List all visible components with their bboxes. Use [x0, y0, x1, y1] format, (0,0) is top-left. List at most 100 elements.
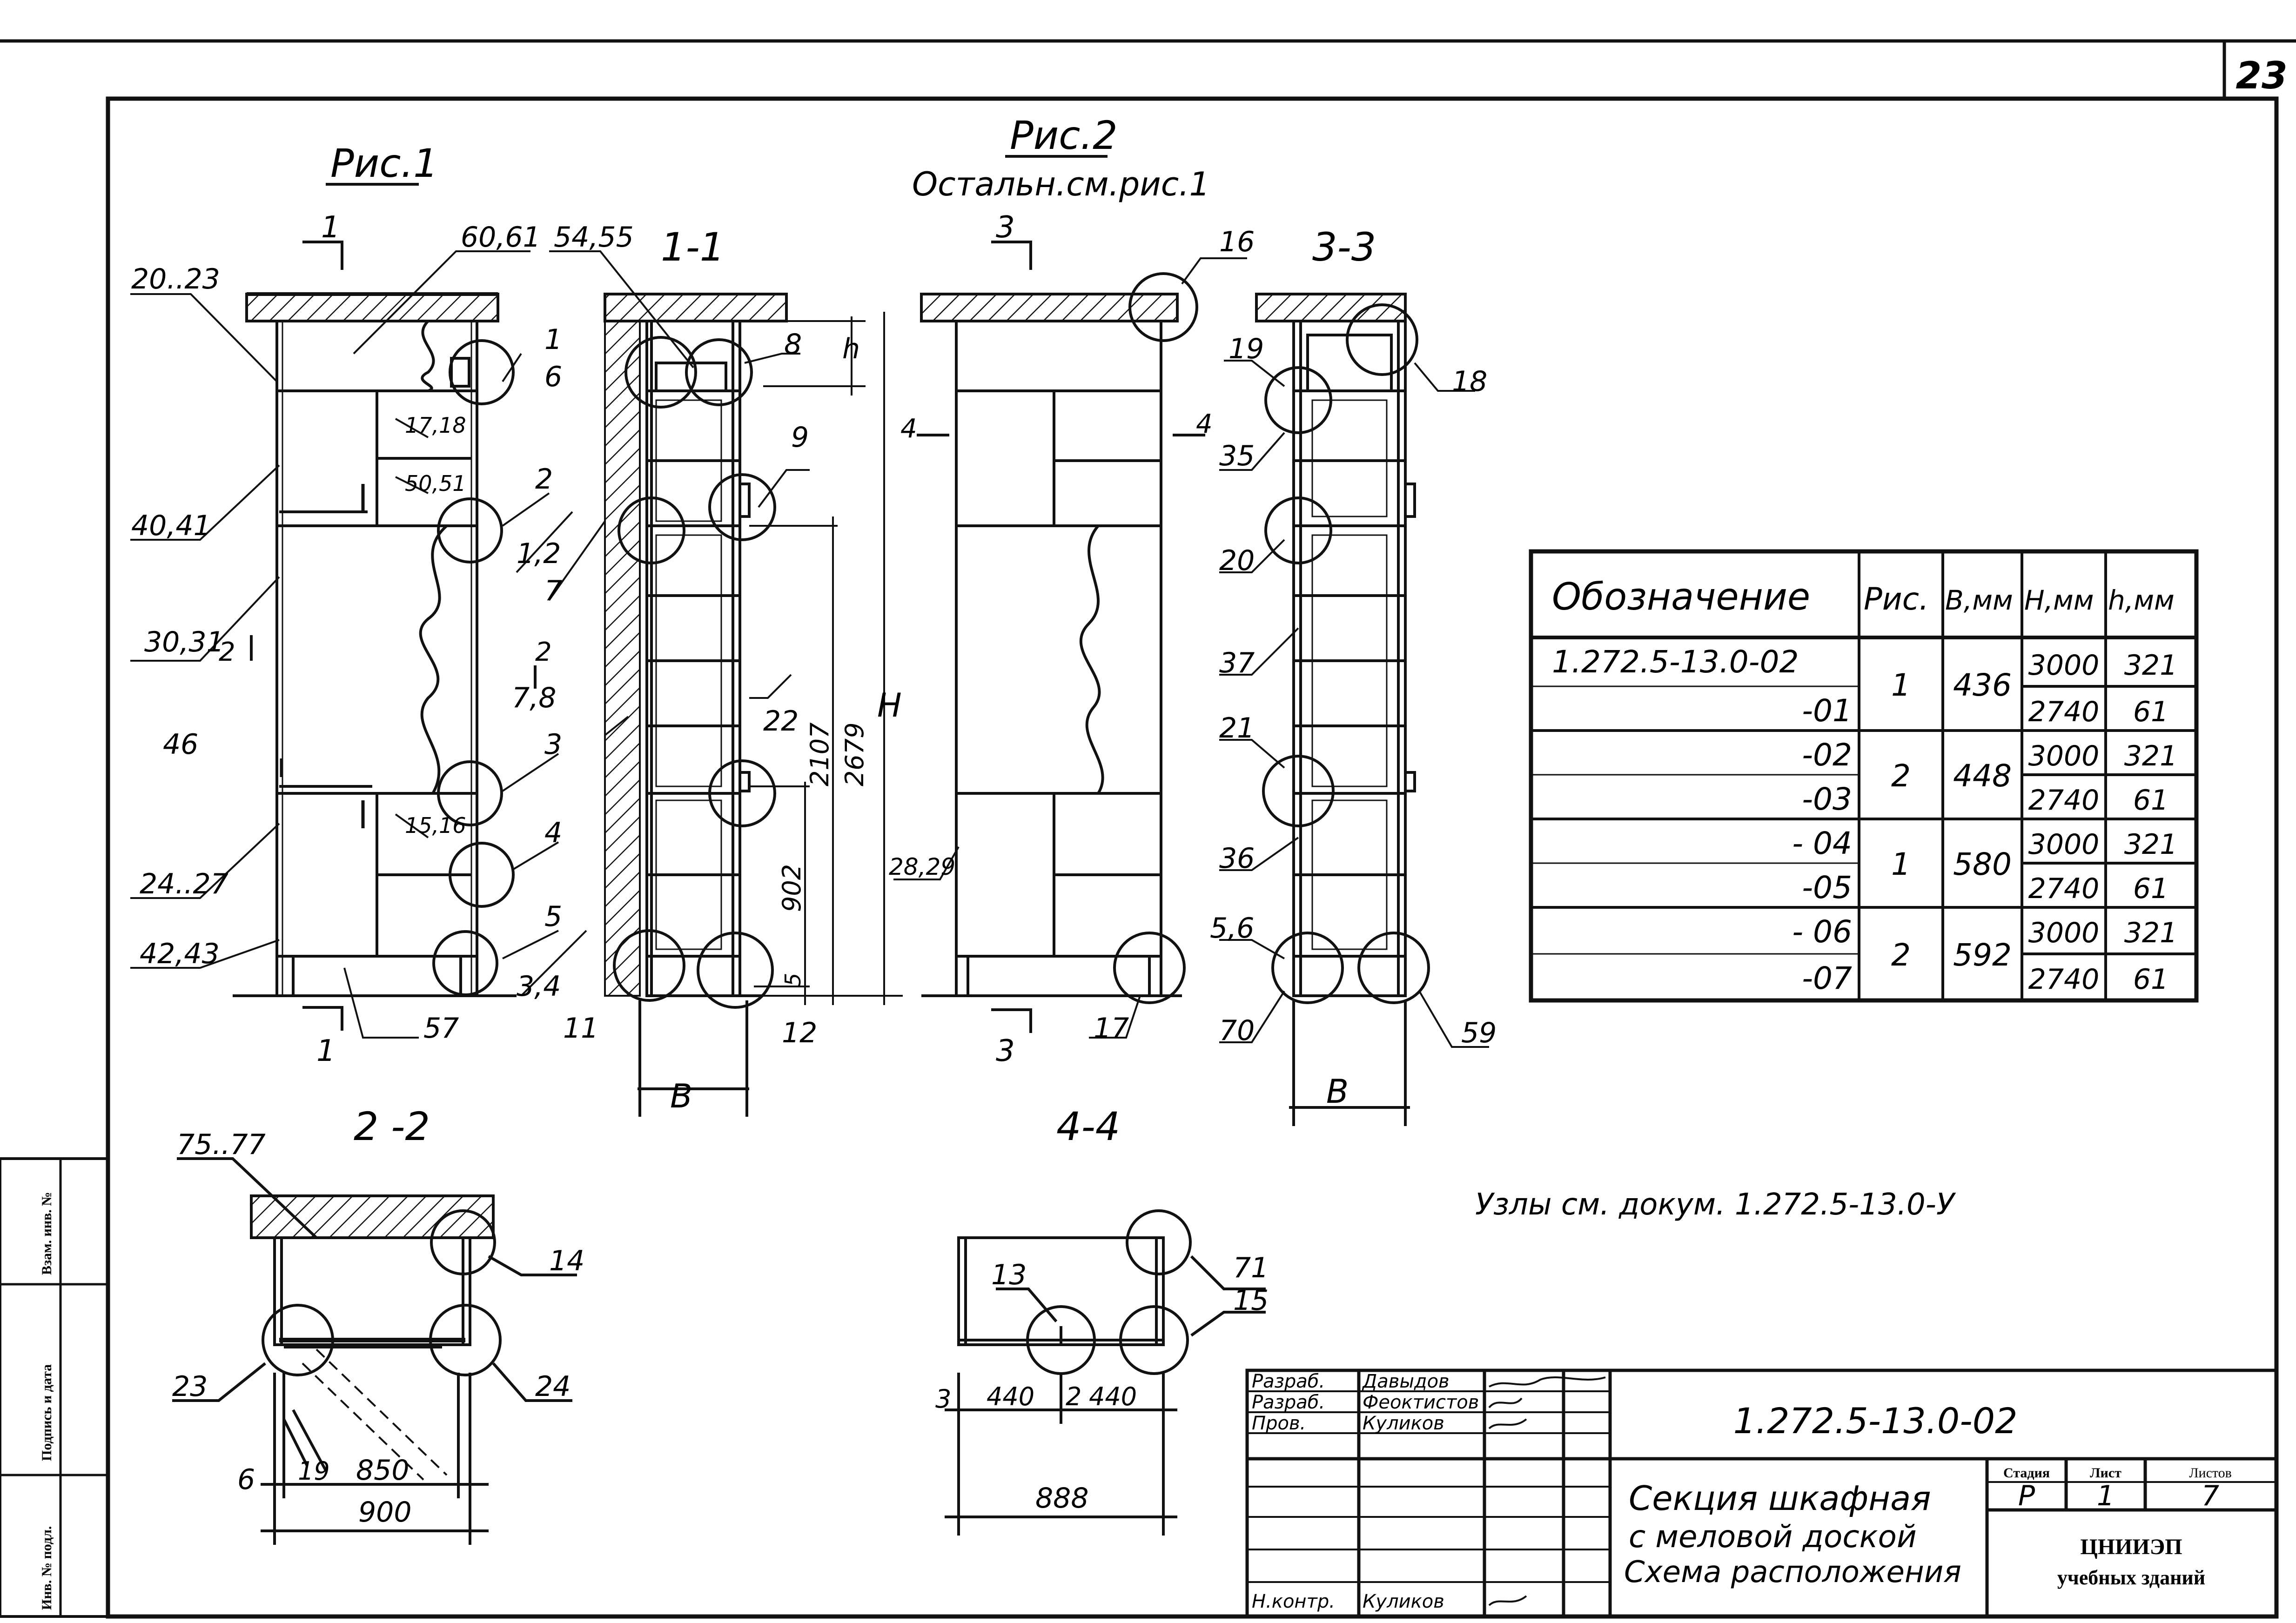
dim-h: h: [842, 333, 860, 365]
dim-6: 6: [237, 1463, 255, 1496]
tb-title-line-3: Схема расположения: [1624, 1555, 1961, 1589]
lbl-2: 2: [535, 463, 553, 496]
dim-888: 888: [1035, 1482, 1089, 1515]
th-fig: Рис.: [1864, 581, 1929, 617]
lbl-1: 1: [544, 323, 562, 356]
lbl-20-23: 20..23: [131, 263, 220, 295]
row0-b: 436: [1953, 667, 2012, 703]
tb-org-line-1: ЦНИИЭП: [2080, 1535, 2182, 1559]
lbl-14: 14: [549, 1245, 584, 1277]
row4-fig: 1: [1891, 846, 1911, 882]
section-3-3: 3-3: [1312, 224, 1376, 270]
tb-org-line-2: учебных зданий: [2057, 1566, 2205, 1589]
lbl-8: 8: [784, 328, 802, 361]
lbl-13: 13: [991, 1259, 1027, 1291]
row1-code: -01: [1802, 693, 1852, 729]
lbl-28-29: 28,29: [889, 853, 955, 880]
section-3-3-drawing: [1255, 293, 1430, 1126]
lbl-4: 4: [544, 817, 562, 849]
plan-4-4: [945, 1209, 1266, 1536]
lbl-75-77: 75..77: [177, 1128, 266, 1161]
lbl-42-43: 42,43: [140, 938, 220, 970]
fig1-text-labels: 20..23 60,61 54,55 1 6 17,18 50,51 40,41…: [131, 210, 634, 1068]
lbl-57: 57: [423, 1012, 459, 1045]
tb-sheet: 1: [2097, 1480, 2115, 1512]
plan-4-4-labels: 13 71 15 3 440 2 440 888: [935, 1252, 1269, 1515]
section-2-2: 2 -2: [354, 1104, 430, 1149]
fig2-elevation-labels: 3 3 4 4 16 28,29 17: [889, 210, 1255, 1068]
row3-code: -03: [1802, 781, 1852, 817]
fig2-elevation-leaders: [893, 257, 1247, 1039]
lbl-54-55: 54,55: [554, 221, 634, 254]
spec-table: [1529, 549, 2199, 1003]
tb-stage: Р: [2018, 1480, 2035, 1512]
lbl-17-18: 17,18: [405, 413, 466, 438]
cut-2-right: 2: [535, 637, 552, 667]
tb-role-2: Разраб.: [1252, 1392, 1325, 1413]
fig1-leaders: [130, 250, 694, 1039]
section-3-3-leaders: [1219, 360, 1489, 1048]
tb-sheets-label: Листов: [2189, 1465, 2232, 1481]
lbl-3: 3: [544, 728, 562, 761]
row0-fig: 1: [1891, 667, 1911, 703]
lbl-18: 18: [1452, 365, 1487, 398]
row3-h2: 61: [2133, 784, 2168, 817]
lbl-36: 36: [1219, 842, 1255, 875]
dim-2107: 2107: [805, 723, 834, 786]
row6-h2: 321: [2124, 917, 2178, 949]
lbl-70: 70: [1219, 1014, 1255, 1047]
section-4-4: 4-4: [1056, 1104, 1120, 1149]
th-h-big: H,мм: [2024, 584, 2094, 616]
th-designation: Обозначение: [1552, 575, 1810, 618]
fig2-note: Остальн.см.рис.1: [912, 165, 1210, 203]
lbl-21: 21: [1219, 712, 1255, 744]
cut-1-top: 1: [321, 210, 340, 245]
signature-3: [1488, 1418, 1527, 1429]
fig1-elevation: [233, 292, 517, 997]
lbl-1-2: 1,2: [517, 537, 561, 570]
lbl-3-4: 3,4: [517, 970, 561, 1003]
row4-h1: 3000: [2028, 828, 2100, 861]
lbl-15: 15: [1233, 1284, 1269, 1317]
tb-name-2: Феоктистов: [1363, 1392, 1479, 1413]
lbl-7: 7: [544, 575, 562, 607]
tb-role-3: Пров.: [1252, 1413, 1306, 1434]
title-block: [1245, 1368, 2278, 1618]
spec-table-text: Обозначение Рис. B,мм H,мм h,мм 1.272.5-…: [1552, 575, 2177, 996]
fig1-cut-marks: [250, 241, 537, 1031]
row0-h2: 321: [2124, 649, 2178, 682]
row7-h2: 61: [2133, 963, 2168, 996]
dim-3: 3: [935, 1384, 951, 1414]
row1-h2: 61: [2133, 696, 2168, 728]
lbl-7-8: 7,8: [512, 682, 556, 714]
figure-titles: Рис.1 Рис.2 Остальн.см.рис.1 1-1 3-3 2 -…: [326, 113, 1376, 1149]
dim-2679: 2679: [840, 723, 869, 786]
row0-h1: 3000: [2028, 649, 2100, 682]
lbl-40-41: 40,41: [131, 510, 211, 542]
row0-code: 1.272.5-13.0-02: [1552, 644, 1799, 680]
fig2-title: Рис.2: [1010, 113, 1118, 158]
signature-2: [1488, 1397, 1523, 1408]
row2-code: -02: [1802, 737, 1852, 773]
tb-doc-code: 1.272.5-13.0-02: [1733, 1400, 2018, 1442]
lbl-24: 24: [535, 1370, 571, 1403]
cut-3-top: 3: [996, 210, 1015, 245]
row2-fig: 2: [1891, 758, 1911, 794]
lbl-12: 12: [782, 1017, 817, 1049]
row1-h1: 2740: [2028, 696, 2100, 728]
row2-h2: 321: [2124, 740, 2178, 772]
row4-code: - 04: [1792, 825, 1852, 861]
row7-h1: 2740: [2028, 963, 2100, 996]
fig1-title: Рис.1: [330, 141, 438, 186]
plan-2-2-labels: 75..77 14 23 24 6 19 850 900: [172, 1128, 584, 1529]
row2-b: 448: [1953, 758, 2012, 794]
lbl-59: 59: [1461, 1017, 1497, 1049]
tb-sheets: 7: [2202, 1480, 2219, 1512]
row6-code: - 06: [1792, 914, 1852, 950]
dim-H: H: [877, 686, 902, 724]
section-1-1-dims: [744, 312, 903, 1005]
lbl-20: 20: [1219, 544, 1255, 577]
section-1-1-labels: h H 2107 2679 902 5 8 9 22 11 12 B: [563, 328, 902, 1115]
dim-5: 5: [780, 973, 806, 986]
section-3-3-labels: 18 19 35 20 37 21 36 5,6 70 59 B: [1210, 333, 1497, 1111]
